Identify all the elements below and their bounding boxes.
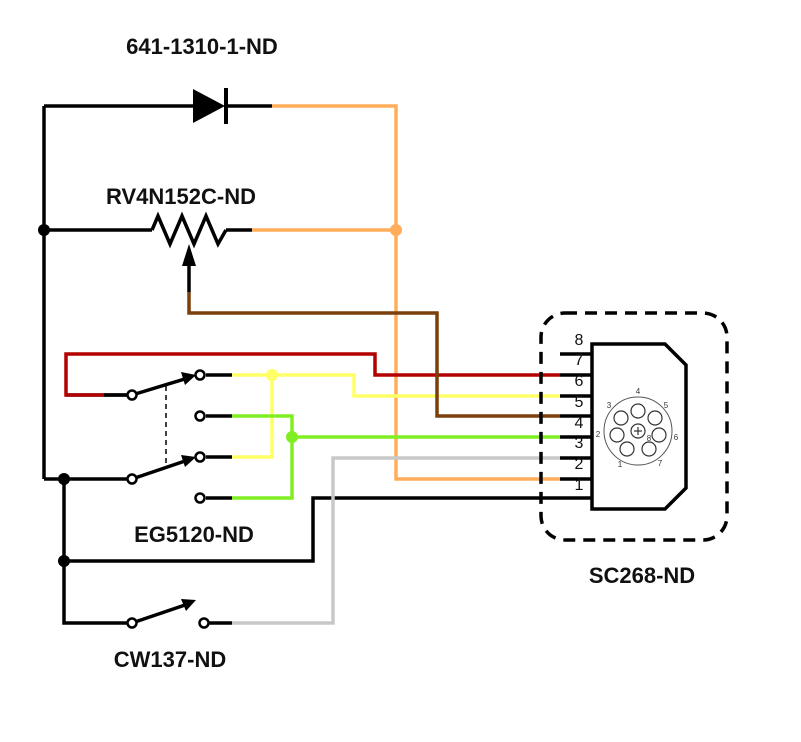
- face-pin-1: 1: [618, 460, 623, 469]
- pin-label-8: 8: [575, 332, 584, 349]
- diode-label: 641-1310-1-ND: [126, 34, 278, 59]
- junction-black-switch: [58, 473, 70, 485]
- pin-label-3: 3: [575, 435, 584, 452]
- diode-symbol: [193, 88, 228, 124]
- face-pin-7: 7: [658, 459, 663, 468]
- pin-label-2: 2: [575, 456, 584, 473]
- wire-green: [232, 414, 560, 500]
- potentiometer-symbol: [150, 211, 228, 292]
- wire-red: [64, 352, 560, 397]
- wire-brown: [187, 292, 560, 418]
- connector-label: SC268-ND: [589, 563, 695, 588]
- dpdt-switch-label: EG5120-ND: [134, 522, 254, 547]
- wire-gray: [232, 456, 560, 625]
- pin-label-1: 1: [575, 477, 584, 494]
- spst-switch-label: CW137-ND: [114, 647, 226, 672]
- connector-symbol: 4 3 5 2 6 1 7 8 8 7 6 5 4 3 2 1: [539, 311, 729, 542]
- pin-label-7: 7: [575, 352, 584, 369]
- dpdt-switch-symbol: [104, 369, 232, 504]
- orange-wires: [252, 104, 560, 481]
- junction-orange: [390, 224, 402, 236]
- pin-label-6: 6: [575, 373, 584, 390]
- wire-orange-diode: [272, 104, 560, 481]
- junction-green: [286, 431, 298, 443]
- potentiometer-label: RV4N152C-ND: [106, 184, 256, 209]
- junction-black-pot: [38, 224, 50, 236]
- face-pin-5: 5: [664, 401, 669, 410]
- face-pin-3: 3: [607, 401, 612, 410]
- junction-yellow: [266, 369, 278, 381]
- face-pin-4: 4: [636, 387, 641, 396]
- face-pin-6: 6: [674, 433, 679, 442]
- junction-black-ground: [58, 555, 70, 567]
- wire-common-vertical: [62, 479, 132, 625]
- pin-label-4: 4: [575, 415, 584, 432]
- wire-pin1-ground: [64, 496, 592, 563]
- spst-switch-symbol: [126, 599, 232, 629]
- face-pin-2: 2: [596, 430, 601, 439]
- face-pin-8: 8: [647, 434, 652, 443]
- wire-yellow: [232, 373, 560, 459]
- pin-label-5: 5: [575, 394, 584, 411]
